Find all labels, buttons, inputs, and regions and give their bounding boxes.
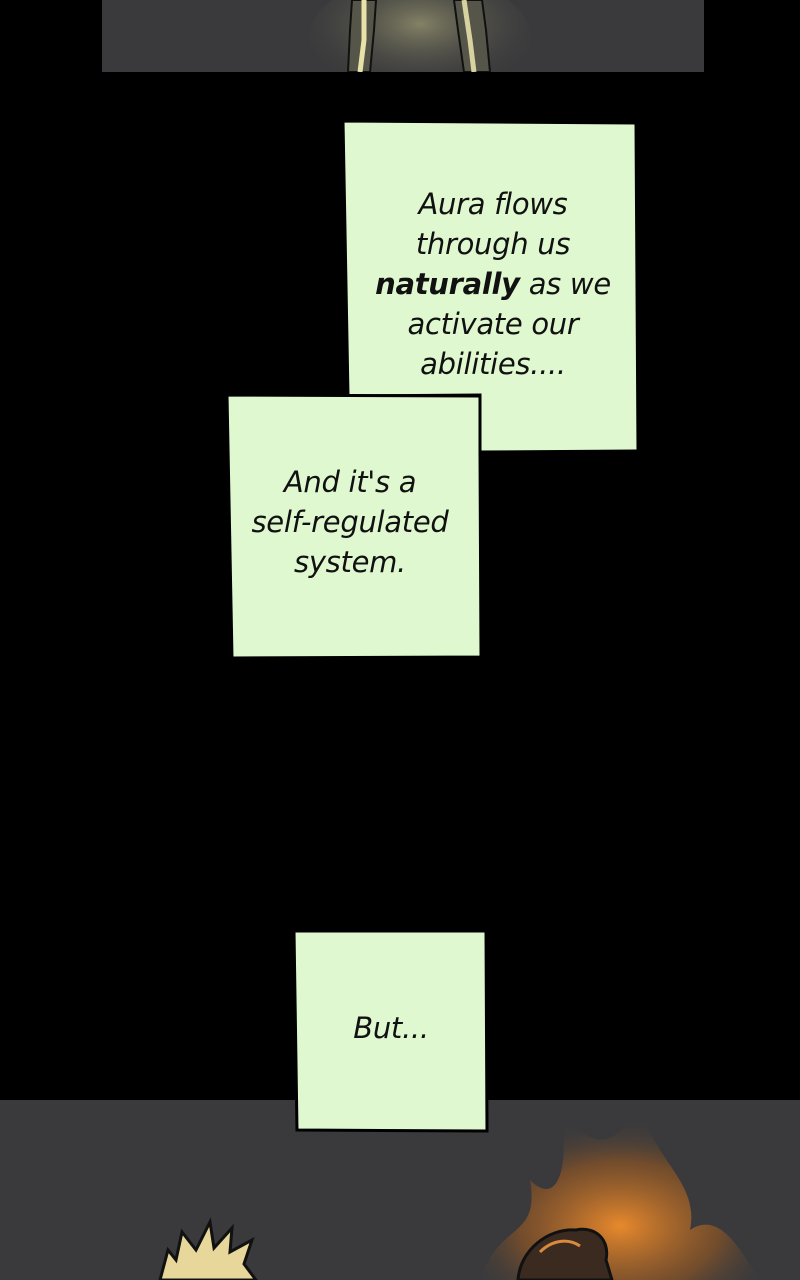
caption-line: abilities.... <box>420 347 566 381</box>
caption-line-rest: as we <box>519 267 611 301</box>
caption-line: But... <box>353 1011 429 1045</box>
caption-text-but: But... <box>300 1008 482 1048</box>
caption-text-aura: Aura flows through us naturally as we ac… <box>360 184 626 384</box>
caption-line: self-regulated <box>251 505 449 539</box>
blond-character-hair <box>158 1217 258 1280</box>
caption-line: And it's a <box>283 465 417 499</box>
caption-text-system: And it's a self-regulated system. <box>236 462 464 582</box>
top-comic-panel <box>102 0 704 72</box>
caption-box-but <box>292 929 489 1133</box>
caption-line: through us <box>415 227 571 261</box>
caption-box-system <box>225 393 483 660</box>
caption-line: system. <box>294 545 406 579</box>
top-panel-illustration <box>102 0 704 72</box>
caption-line: activate our <box>407 307 579 341</box>
caption-line: Aura flows <box>418 187 568 221</box>
caption-emphasis: naturally <box>375 267 520 301</box>
right-leg <box>452 0 492 72</box>
brown-character-hair <box>516 1227 614 1280</box>
caption-line: naturally as we <box>360 264 626 304</box>
